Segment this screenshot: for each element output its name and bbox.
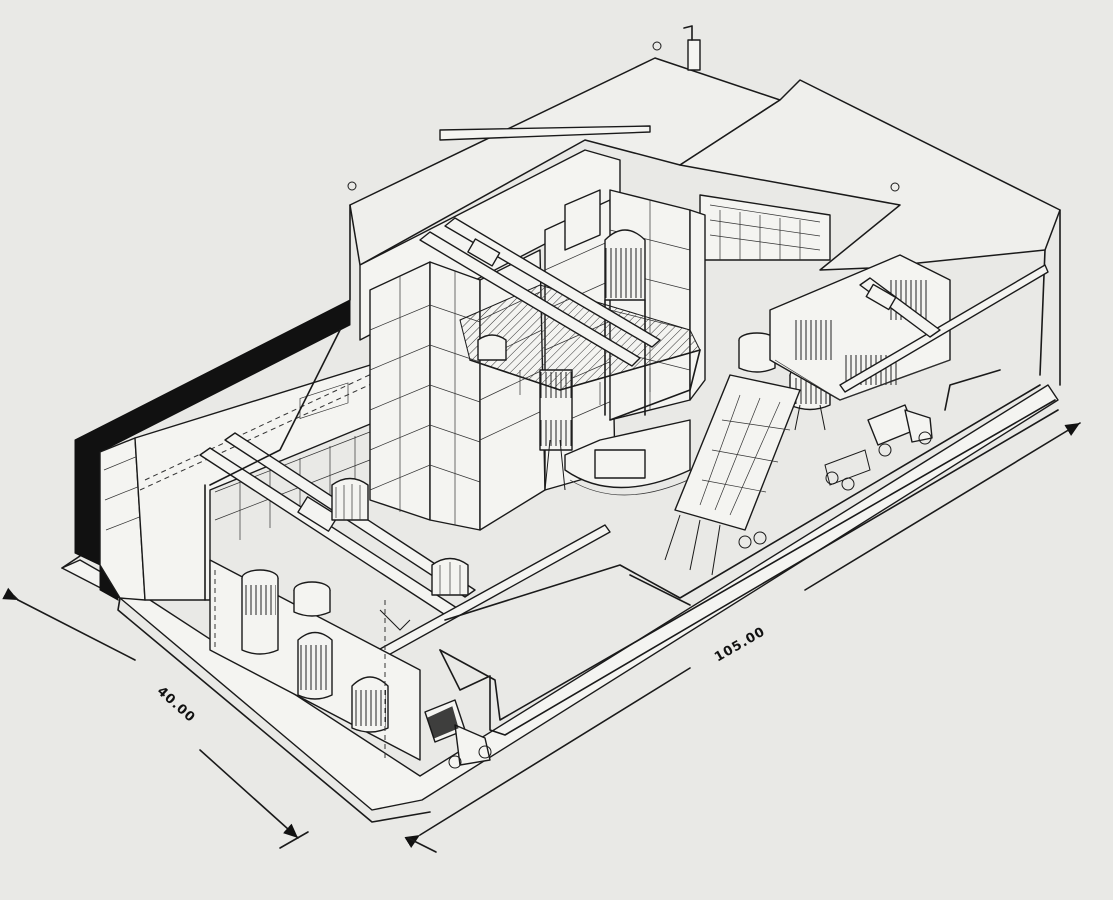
- truck-rear: [824, 404, 933, 491]
- overhead-crane-right: [839, 264, 1049, 393]
- storage-racks-right: [769, 254, 951, 401]
- outer-perimeter-wall: [204, 329, 1059, 736]
- circular-platform: [564, 349, 701, 496]
- rooftop-vents: [347, 25, 900, 192]
- width-dimension-label: 40.00: [154, 684, 198, 726]
- overhead-crane-center: [419, 125, 661, 367]
- left-end-wall: [74, 299, 351, 601]
- length-dimension-line: [404, 422, 1081, 853]
- length-dimension-label: 105.00: [712, 624, 768, 665]
- truck-front: [424, 699, 492, 769]
- tall-silo: [604, 229, 646, 416]
- left-bay-tanks: [209, 559, 421, 761]
- main-roof: [349, 57, 1061, 386]
- width-dimension-line: [2, 587, 309, 849]
- overhead-crane-left: [199, 432, 611, 669]
- inclined-conveyor: [664, 374, 801, 576]
- interior-equipment: [331, 334, 566, 631]
